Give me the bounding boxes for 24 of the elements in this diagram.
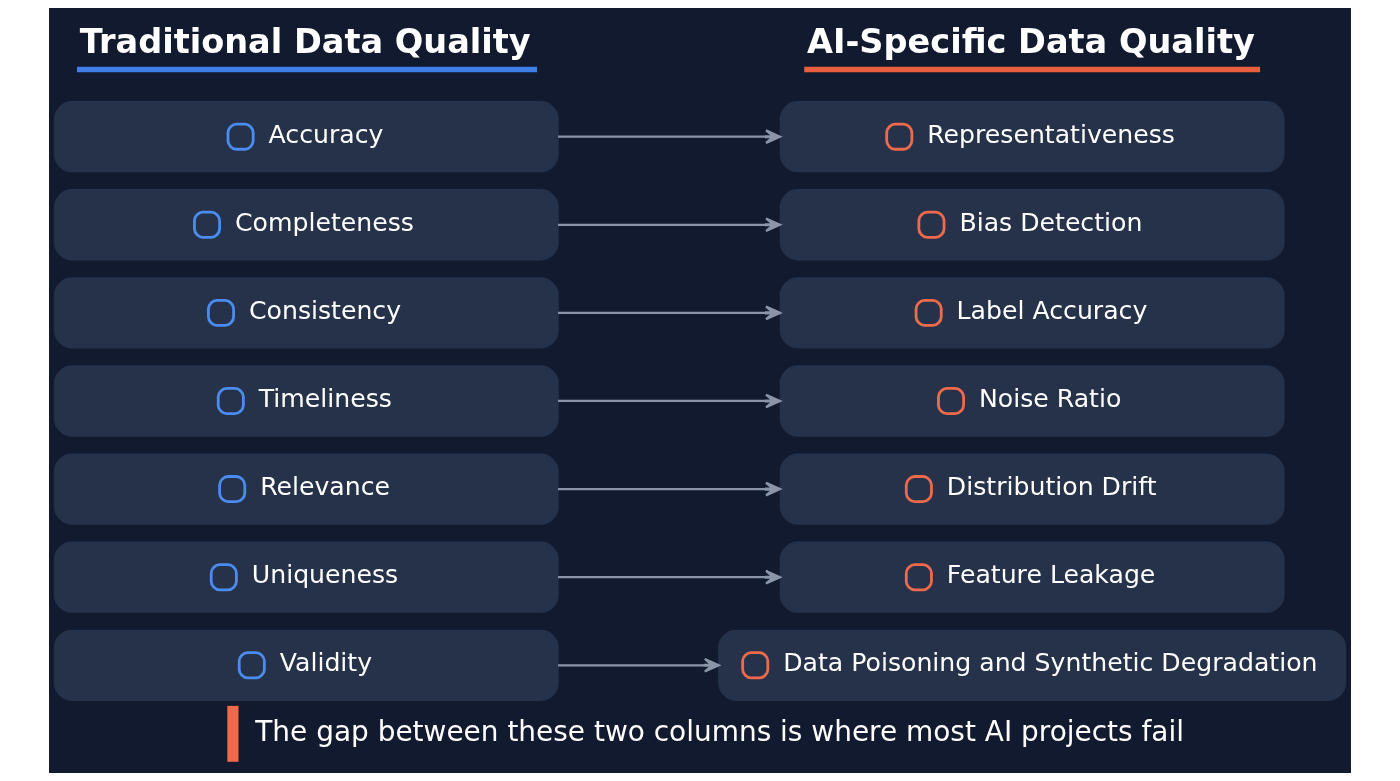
- node-box: Noise Ratio: [779, 365, 1285, 437]
- node-box: Representativeness: [779, 101, 1285, 173]
- label: Traditional Data Quality: [79, 22, 531, 62]
- node-box: Distribution Drift: [779, 453, 1285, 525]
- arrow: [558, 129, 782, 145]
- node-box: Feature Leakage: [779, 541, 1285, 613]
- node-box: Accuracy: [53, 101, 559, 173]
- arrow: [558, 657, 720, 673]
- arrow: [558, 393, 782, 409]
- caption: The gap between these two columns is where most AI projects fail: [255, 714, 1185, 748]
- node-box: Consistency: [53, 277, 559, 349]
- arrow: [558, 569, 782, 585]
- node-box: Timeliness: [53, 365, 559, 437]
- node-box: Validity: [53, 629, 559, 701]
- arrow: [558, 481, 782, 497]
- node-box: Completeness: [53, 189, 559, 261]
- node-box: Uniqueness: [53, 541, 559, 613]
- node-box: Relevance: [53, 453, 559, 525]
- node-box: Data Poisoning and Synthetic Degradation: [718, 629, 1347, 701]
- arrow: [558, 217, 782, 233]
- node-box: Bias Detection: [779, 189, 1285, 261]
- node-box: Label Accuracy: [779, 277, 1285, 349]
- arrow: [558, 305, 782, 321]
- label: AI-Specific Data Quality: [806, 22, 1255, 62]
